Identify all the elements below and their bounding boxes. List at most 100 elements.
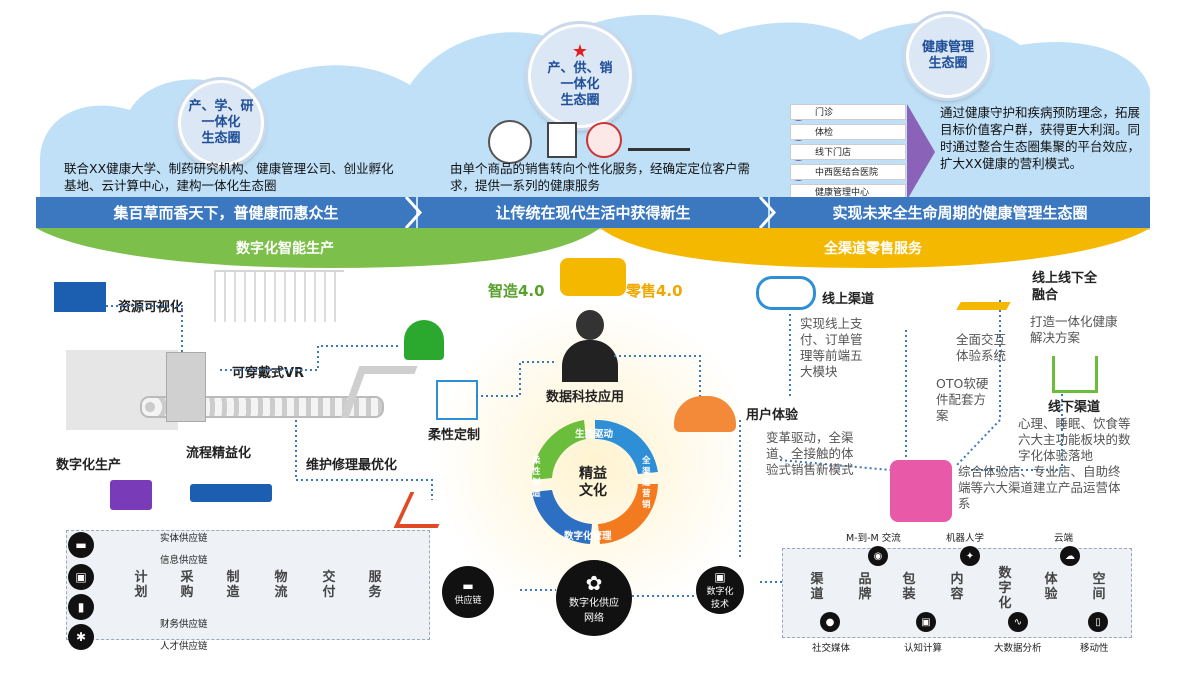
- step-label: 计划: [134, 570, 148, 600]
- shopping-bag-icon: [890, 460, 952, 522]
- cycle-diagram: [532, 419, 658, 544]
- chain-label: 财务供应链: [160, 619, 208, 630]
- badge-health-management: 健康管理生态圈: [906, 14, 990, 98]
- chevron-right-icon: [758, 197, 777, 228]
- step-label: 渠道: [810, 572, 824, 602]
- router-icon: [190, 484, 272, 502]
- caption-bottom: 移动性: [1080, 643, 1109, 654]
- caption-bottom: 认知计算: [904, 643, 943, 654]
- text-ecosystem-1: 联合XX健康大学、制药研究机构、健康管理公司、创业孵化基地、云计算中心，建构一体…: [64, 161, 394, 193]
- list-item: 体检: [790, 124, 906, 140]
- laptop-icon: [110, 480, 152, 510]
- step-label: 物流: [274, 570, 288, 600]
- engineer-icon: [404, 320, 444, 360]
- text-ecosystem-3: 通过健康守护和疾病预防理念，拓展目标价值客户群，获得更大利润。同时通过整合生态圈…: [940, 105, 1141, 171]
- star-icon: ★: [571, 41, 589, 62]
- step-label: 包装: [902, 572, 916, 602]
- label-online: 线上渠道: [822, 292, 875, 307]
- icon-social: ●: [820, 612, 840, 632]
- icon-cognitive: ▣: [916, 612, 936, 632]
- step-label: 服务: [368, 570, 382, 600]
- screen-icon: ▣: [714, 570, 726, 584]
- cycle-left: 柔性制造: [532, 456, 541, 499]
- step-label: 交付: [322, 570, 336, 600]
- step-label: 空间: [1092, 572, 1106, 602]
- badge-production-supply-sales: ★产、供、销一体化生态圈: [528, 24, 632, 128]
- step-label: 内容: [950, 572, 964, 602]
- text-ecosystem-2: 由单个商品的销售转向个性化服务，经确定定位客户需求，提供一系列的健康服务: [450, 161, 751, 193]
- person-icon: [562, 310, 618, 382]
- desc-offline: 心理、睡眠、饮食等六大主功能板块的数字化体验落地: [1018, 416, 1131, 463]
- label-process-lean: 流程精益化: [186, 446, 252, 461]
- network-icon: ✿: [585, 571, 603, 595]
- supply-chain-node[interactable]: ▬ 供应链: [442, 566, 494, 618]
- label-zhizao: 智造4.0: [488, 282, 545, 300]
- truck-icon: ▬: [462, 578, 474, 593]
- label-ux: 用户体验: [746, 408, 799, 423]
- label-data-app: 数据科技应用: [546, 390, 625, 405]
- step-label: 数字化: [998, 566, 1012, 611]
- desc-store: 综合体验店、专业店、自助终端等六大渠道建立产品运营体系: [958, 464, 1121, 511]
- caption-top: 云端: [1054, 533, 1074, 544]
- users-icon: [674, 396, 736, 432]
- step-label: 体验: [1044, 572, 1058, 602]
- arrow-right-icon: [907, 104, 935, 200]
- desc-online: 实现线上支付、订单管理等前端五大模块: [800, 316, 863, 379]
- cycle-right: 全渠道营销: [642, 456, 651, 510]
- brand-logo-4: [628, 128, 690, 151]
- icon-network: ✱: [68, 624, 94, 650]
- chain-label: 人才供应链: [160, 641, 208, 652]
- step-label: 品牌: [858, 572, 872, 602]
- label-offline: 线下渠道: [1048, 400, 1101, 415]
- step-label: 制造: [226, 570, 240, 600]
- label-maintenance: 维护修理最优化: [306, 458, 398, 473]
- icon-truck: ▬: [68, 532, 94, 558]
- label-resource-visual: 资源可视化: [118, 300, 184, 315]
- icon-monitor: ▣: [68, 564, 94, 590]
- band-1: 集百草而香天下，普健康而惠众生: [36, 197, 416, 228]
- box-icon: [436, 380, 478, 420]
- cycle-center: 精益文化: [579, 466, 607, 499]
- brand-logo-1: [488, 120, 532, 164]
- cloud-icon: [756, 276, 816, 310]
- chevron-right-icon: [404, 197, 423, 228]
- label-lingshou: 零售4.0: [626, 282, 683, 300]
- digital-supply-network-node[interactable]: ✿ 数字化供应 网络: [556, 560, 632, 636]
- icon-robot: ✦: [960, 546, 980, 566]
- caption-top: 机器人学: [946, 533, 985, 544]
- icon-cloud: ☁: [1060, 546, 1080, 566]
- supply-chain-strip: [66, 530, 430, 640]
- handshake-icon: [560, 258, 626, 296]
- band-2: 让传统在现代生活中获得新生: [418, 197, 768, 228]
- icon-bigdata: ∿: [1008, 612, 1028, 632]
- label-digital-production: 数字化生产: [56, 458, 122, 473]
- arc-background: [36, 228, 1150, 268]
- caption-top: M-到-M 交流: [846, 533, 901, 544]
- brand-logo-2: [547, 122, 577, 158]
- step-label: 采购: [180, 570, 194, 600]
- icon-chart: ▮: [68, 594, 94, 620]
- badge-industry-academia: 产、学、研一体化生态圈: [178, 80, 264, 166]
- brand-logo-3: [586, 122, 622, 158]
- arc-label-left: 数字化智能生产: [236, 241, 334, 257]
- digital-tech-node[interactable]: ▣ 数字化 技术: [696, 566, 744, 614]
- monitor-wall-icon: [54, 282, 106, 312]
- icon-m2m: ◉: [868, 546, 888, 566]
- label-flexible-custom: 柔性定制: [428, 428, 481, 443]
- icon-mobile: ▯: [1088, 612, 1108, 632]
- cycle-top: 生态驱动: [575, 429, 614, 440]
- band-3: 实现未来全生命周期的健康管理生态圈: [770, 197, 1150, 228]
- circuit-graphic: [214, 270, 344, 322]
- list-item: 中西医结合医院: [790, 164, 906, 180]
- cycle-bottom: 数字化管理: [564, 531, 612, 542]
- desc-oto: OTO软硬件配套方案: [936, 376, 989, 423]
- desc-interact: 全面交互体验系统: [956, 332, 1007, 363]
- server-graphic: [166, 352, 206, 422]
- chain-label: 实体供应链: [160, 533, 208, 544]
- arc-label-right: 全渠道零售服务: [824, 241, 922, 257]
- desc-o2o: 打造一体化健康解决方案: [1030, 314, 1118, 345]
- chain-label: 信息供应链: [160, 555, 208, 566]
- list-item: 门诊: [790, 104, 906, 120]
- caption-bottom: 大数据分析: [994, 643, 1042, 654]
- label-o2o: 线上线下全融合: [1032, 271, 1098, 303]
